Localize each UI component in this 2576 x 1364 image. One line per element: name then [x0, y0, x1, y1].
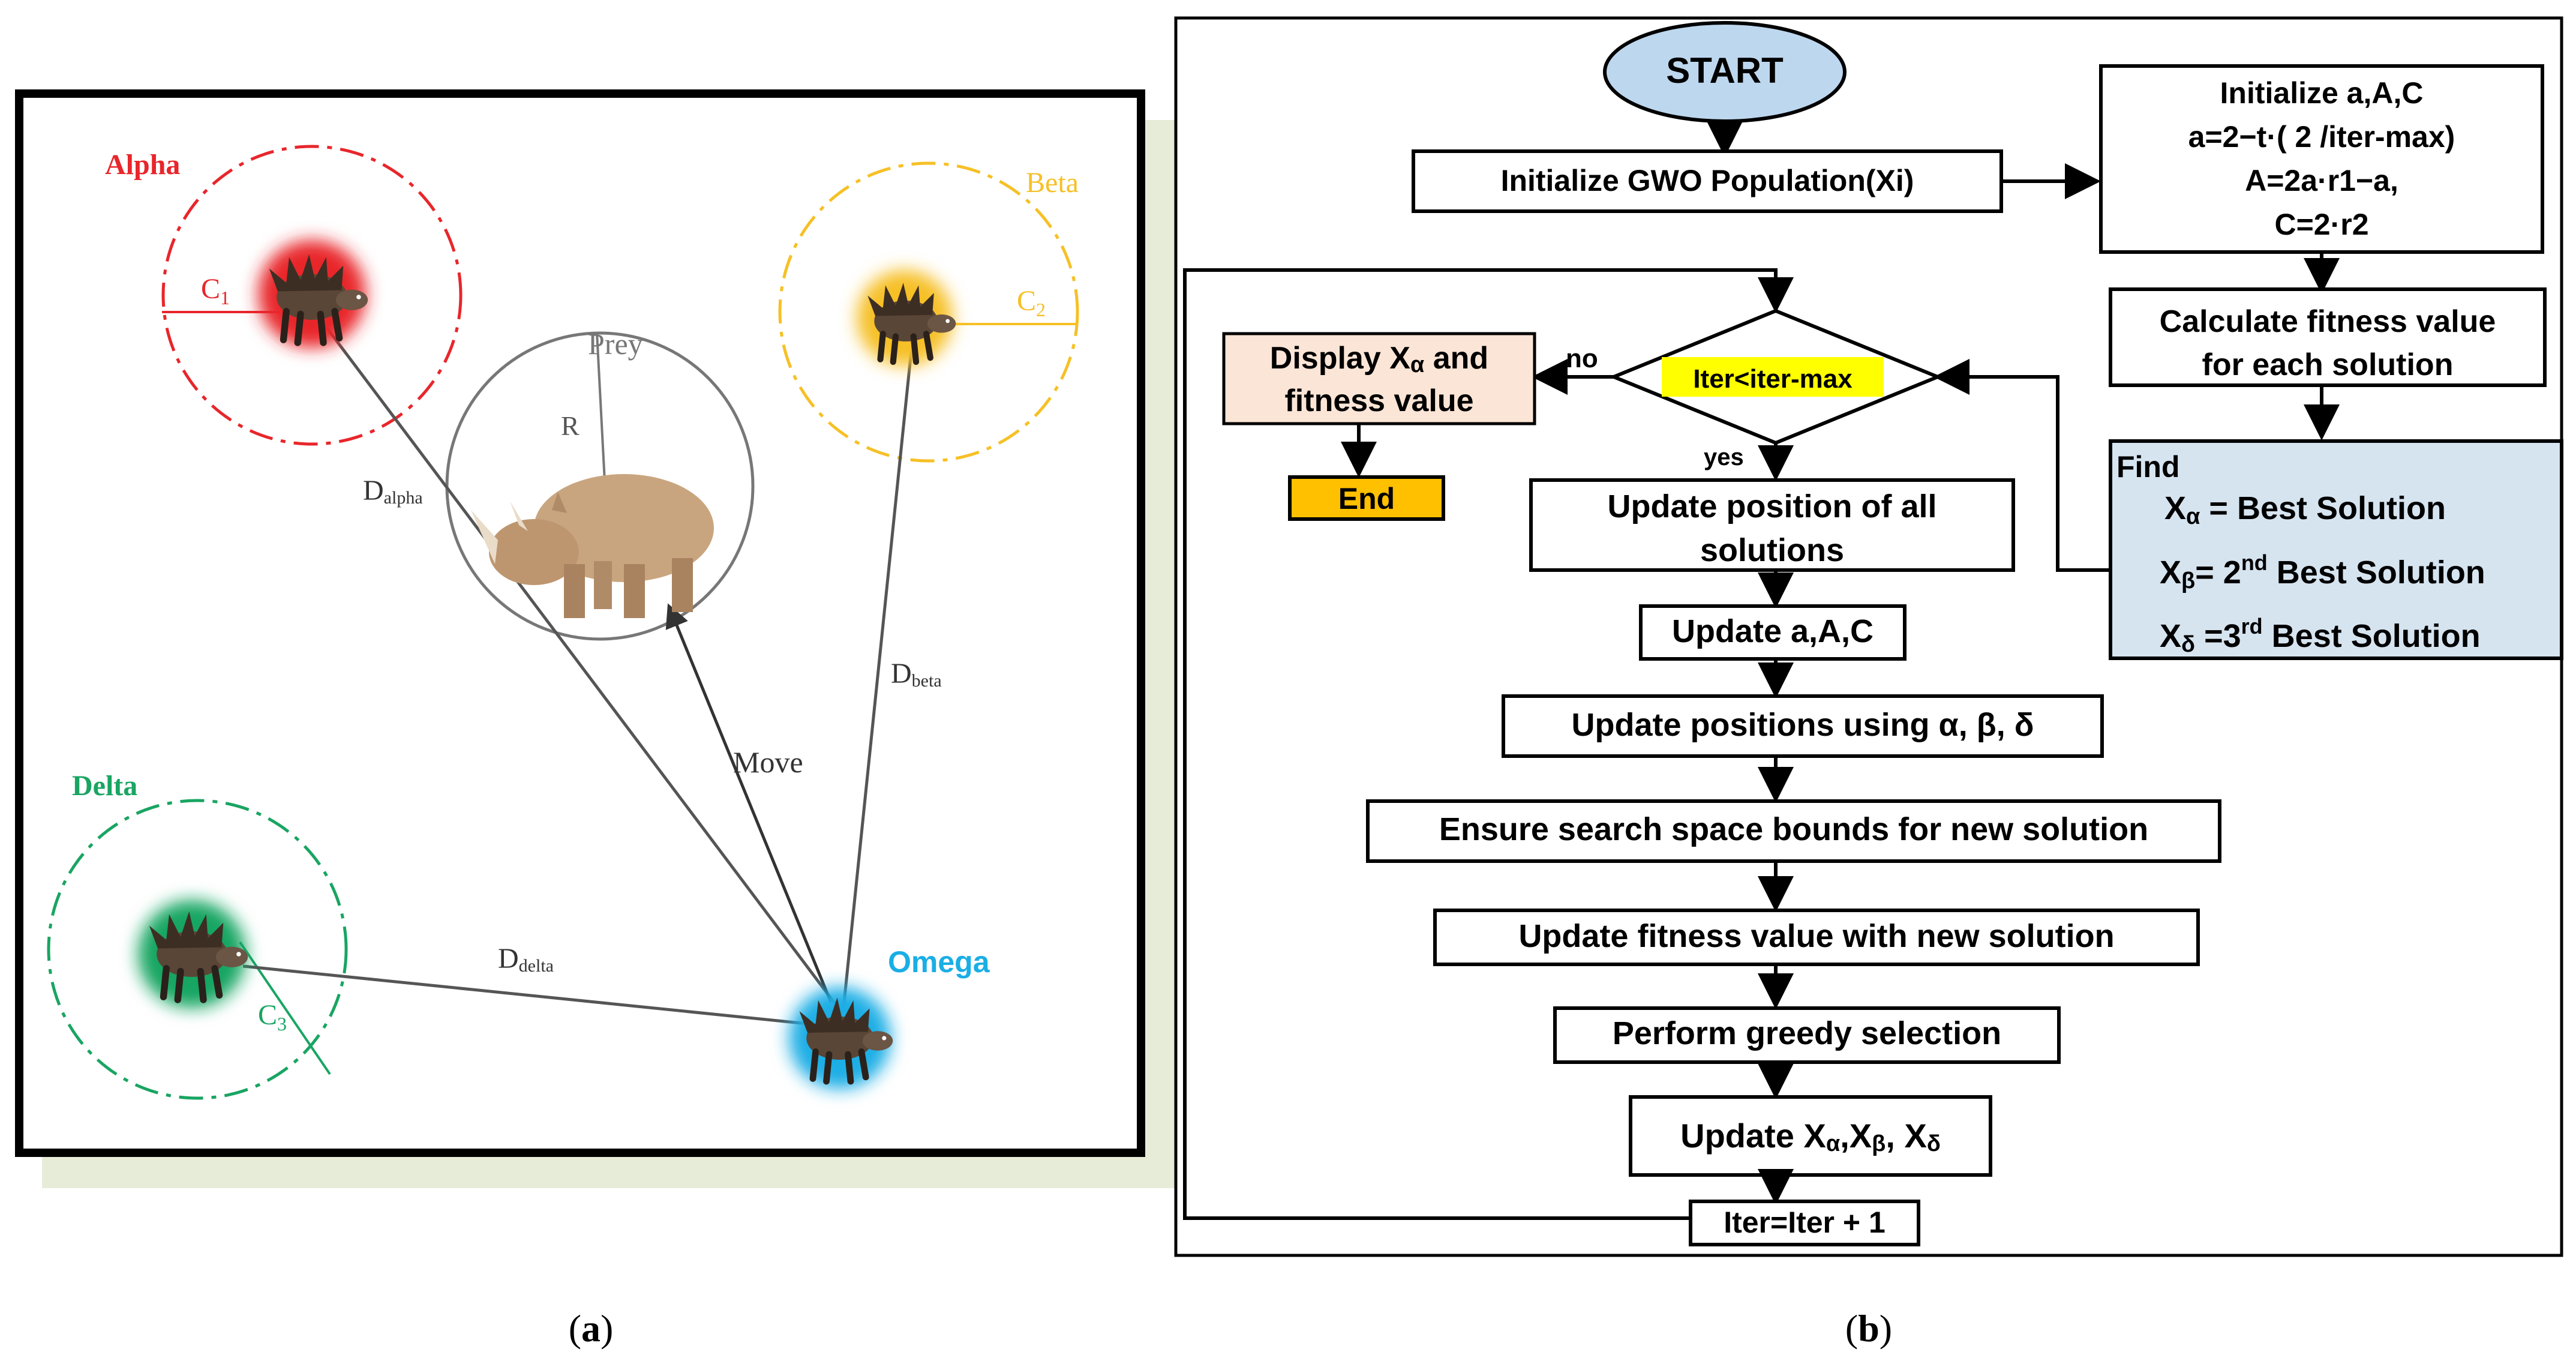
update-aac-text: Update a,A,C — [1672, 613, 1874, 649]
init-params-box — [2099, 64, 2544, 254]
calc-fitness-box — [2109, 287, 2547, 387]
prey-radius-label: R — [561, 410, 580, 441]
display-line-2: fitness value — [1284, 383, 1473, 418]
iter-increment-box — [1689, 1200, 1920, 1246]
init-params-line-4: C=2·r2 — [2274, 208, 2368, 241]
update-all-box — [1529, 478, 2015, 572]
display-line-1: Display Xα and — [1270, 341, 1488, 377]
c3-radius-line — [239, 941, 331, 1075]
alpha-label: Alpha — [105, 149, 180, 181]
d-delta-label: Ddelta — [498, 943, 554, 976]
update-x-text: Update Xα,Xβ, Xδ — [1680, 1117, 1941, 1156]
c3-label: C3 — [258, 999, 287, 1035]
c1-label: C1 — [201, 273, 230, 308]
greedy-text: Perform greedy selection — [1613, 1015, 2001, 1051]
calc-fitness-line-2: for each solution — [2202, 347, 2454, 382]
find-beta: Xβ= 2nd Best Solution — [2160, 550, 2485, 593]
update-fitness-text: Update fitness value with new solution — [1518, 918, 2114, 954]
find-alpha: Xα = Best Solution — [2164, 490, 2446, 529]
d-alpha-label: Dalpha — [363, 475, 423, 508]
ensure-bounds-box — [1366, 799, 2221, 863]
update-all-line-2: solutions — [1700, 532, 1844, 568]
loop-back-line — [1183, 268, 1794, 1220]
update-fitness-box — [1433, 909, 2200, 966]
end-box — [1288, 475, 1445, 521]
delta-distance-line — [242, 964, 831, 1028]
find-title: Find — [2116, 450, 2180, 484]
panel-a-caption: (a) — [569, 1307, 614, 1350]
arrow-find-decision — [1933, 359, 2110, 572]
beta-distance-line — [841, 344, 914, 1015]
start-label: START — [1666, 50, 1784, 91]
init-population-text: Initialize GWO Population(Xi) — [1501, 164, 1914, 197]
rhinoceros-icon — [471, 474, 714, 618]
calc-fitness-line-1: Calculate fitness value — [2160, 304, 2496, 339]
prey-label: Prey — [588, 327, 643, 361]
find-box — [2109, 439, 2563, 660]
update-all-line-1: Update position of all — [1608, 488, 1937, 524]
init-params-line-3: A=2a·r1−a, — [2245, 164, 2398, 197]
beta-label: Beta — [1026, 167, 1079, 199]
display-box — [1222, 332, 1536, 425]
panel-b: START Initialize GWO Population(Xi) Init… — [1174, 16, 2563, 1350]
update-aac-box — [1639, 604, 1907, 661]
decision-highlight — [1662, 357, 1884, 397]
ensure-bounds-text: Ensure search space bounds for new solut… — [1439, 811, 2148, 847]
panel-b-caption: (b) — [1845, 1307, 1892, 1350]
init-params-line-2: a=2−t·( 2 /iter-max) — [2188, 120, 2455, 154]
alpha-distance-line — [323, 323, 844, 1015]
panel-a: Alpha Beta Delta Omega Prey R C1 C2 C3 D… — [15, 89, 1176, 1350]
move-arrow — [665, 603, 833, 1003]
update-using-text: Update positions using α, β, δ — [1572, 707, 2034, 743]
init-population-box — [1412, 149, 2003, 213]
update-x-box — [1629, 1095, 1992, 1177]
init-params-line-1: Initialize a,A,C — [2220, 76, 2424, 110]
d-beta-label: Dbeta — [891, 658, 942, 691]
omega-label: Omega — [888, 945, 990, 979]
greedy-box — [1553, 1006, 2061, 1064]
update-using-box — [1502, 694, 2104, 758]
no-label: no — [1566, 344, 1598, 373]
delta-label: Delta — [72, 770, 137, 802]
c2-label: C2 — [1017, 285, 1046, 320]
delta-range-circle — [47, 799, 348, 1100]
beta-range-circle — [778, 161, 1079, 463]
iter-increment-text: Iter=Iter + 1 — [1724, 1206, 1886, 1239]
find-delta: Xδ =3rd Best Solution — [2160, 614, 2481, 657]
move-label: Move — [733, 745, 803, 779]
decision-text: Iter<iter-max — [1693, 364, 1853, 394]
alpha-range-circle — [161, 145, 463, 446]
end-label: End — [1338, 482, 1395, 515]
yes-label: yes — [1704, 444, 1744, 470]
